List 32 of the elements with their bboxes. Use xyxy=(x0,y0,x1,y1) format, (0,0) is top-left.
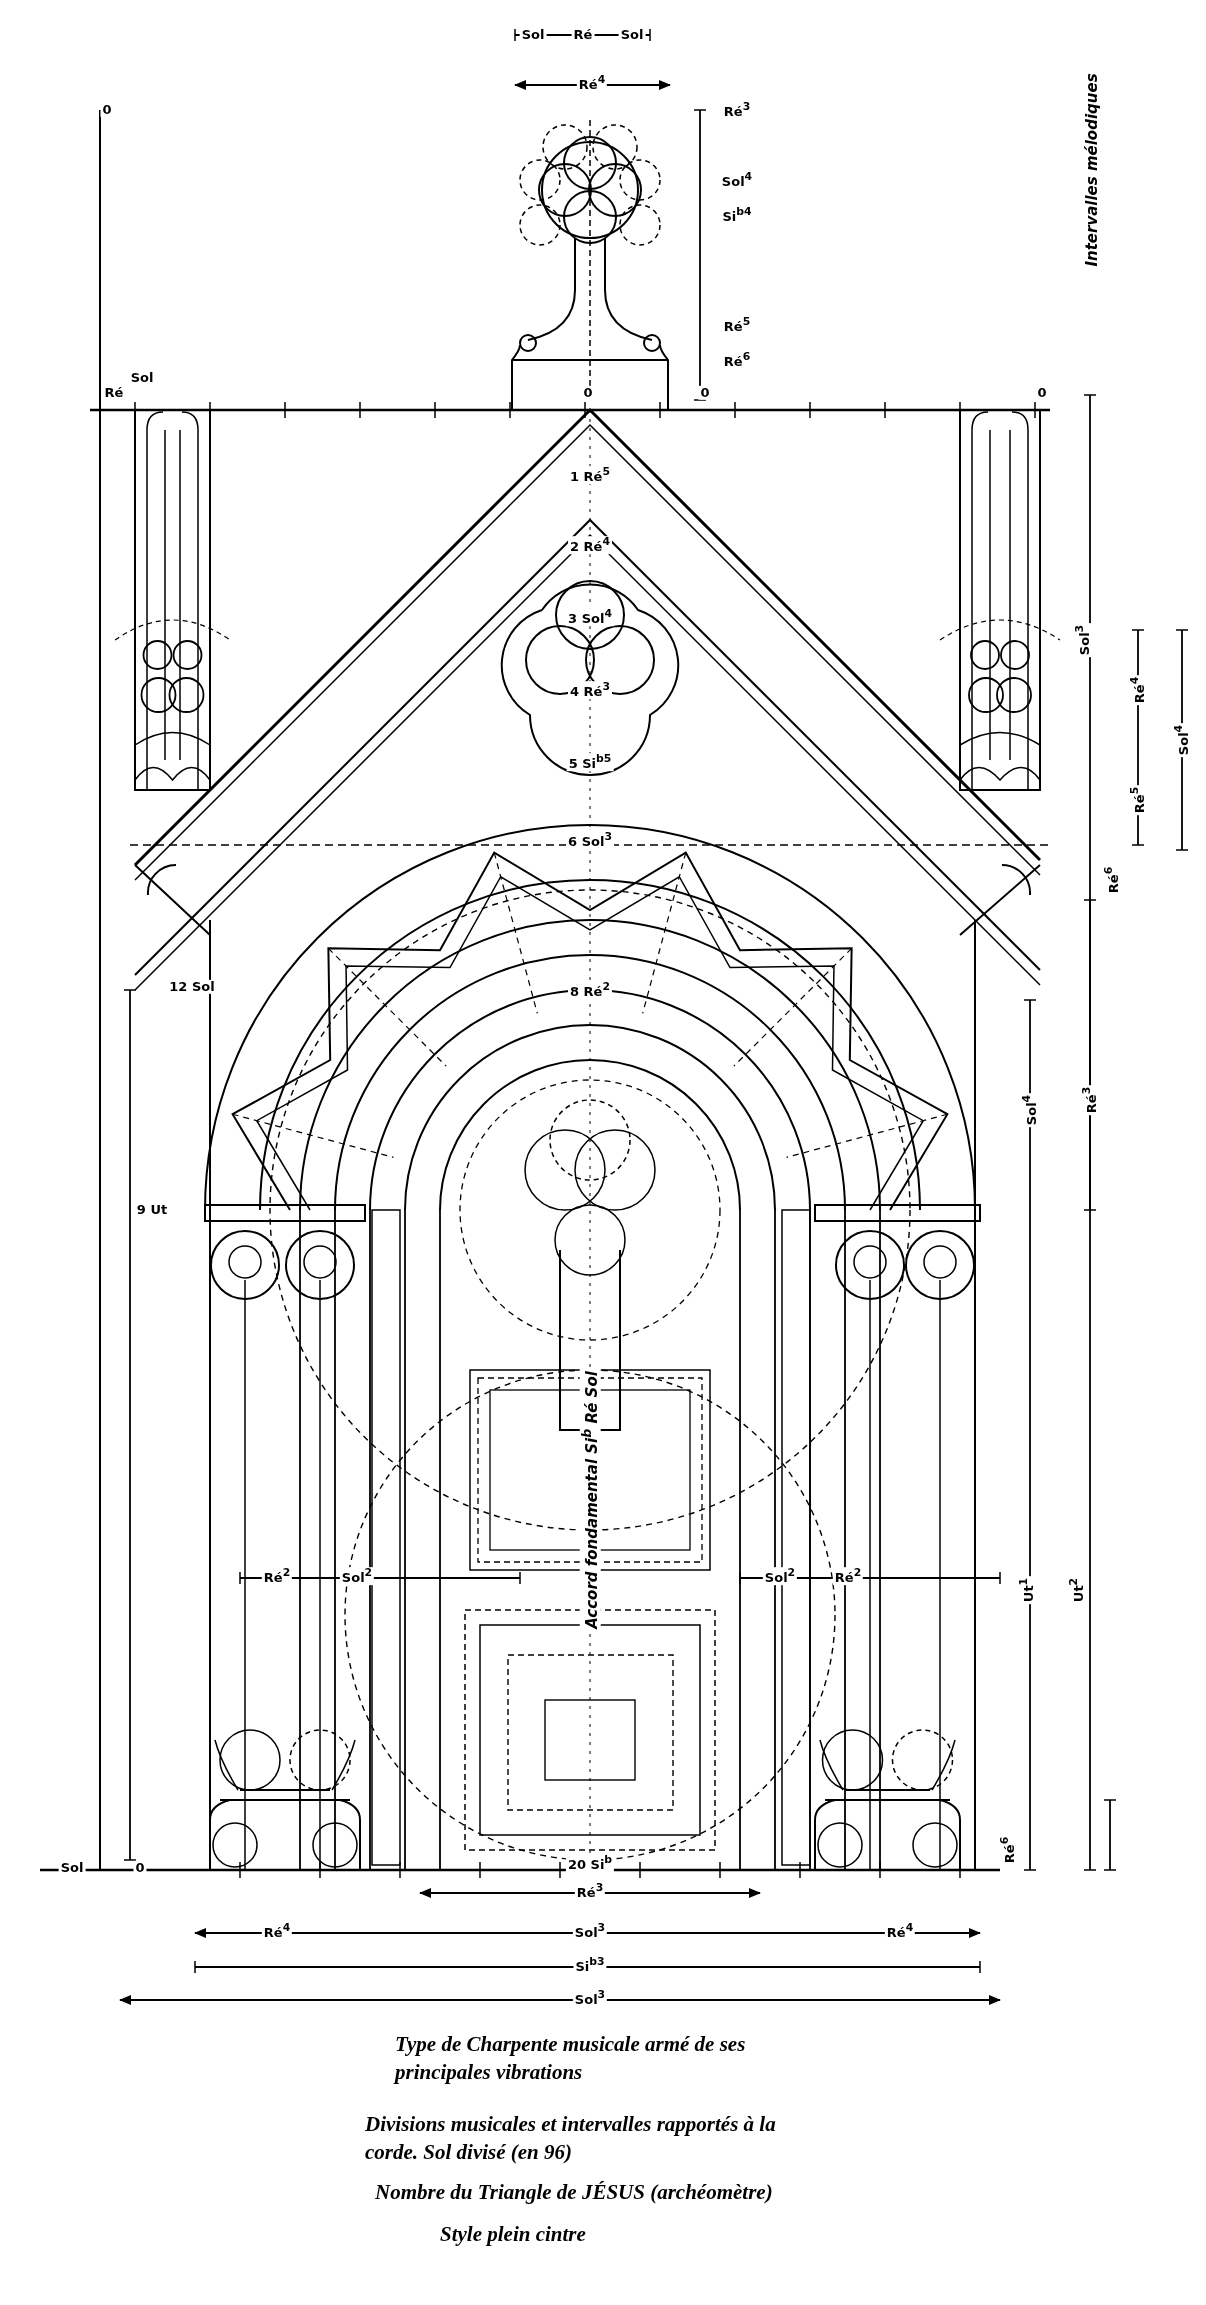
note-label: 6 Sol$^{3}$ xyxy=(566,831,614,849)
note-label: 3 Sol$^{4}$ xyxy=(566,608,614,626)
note-text: Style plein cintre xyxy=(440,2221,587,2248)
note-label: Sol$^{4}$ xyxy=(719,171,755,189)
note-label: 5 Si$^{b5}$ xyxy=(566,753,614,771)
note-label: Ré$^{4}$ xyxy=(261,1922,293,1940)
note-label: 8 Ré$^{2}$ xyxy=(568,981,612,999)
note-label: Ré$^{2}$ xyxy=(832,1567,864,1585)
note-label: 4 Ré$^{3}$ xyxy=(568,681,612,699)
note-label: Sol$^{3}$ xyxy=(572,1989,608,2007)
vertical-label: Intervalles mélodiques xyxy=(1083,71,1101,269)
note-label: 12 Sol xyxy=(167,979,217,995)
note-label: Ré$^{4}$ xyxy=(884,1922,916,1940)
note-label: Si$^{b3}$ xyxy=(573,1956,607,1974)
note-label: 2 Ré$^{4}$ xyxy=(568,536,612,554)
note-label: Sol$^{2}$ xyxy=(762,1567,798,1585)
note-label: Sol$^{2}$ xyxy=(339,1567,375,1585)
note-text: Nombre du Triangle de JÉSUS (archéomètre) xyxy=(375,2179,774,2206)
note-label: 0 xyxy=(698,385,712,401)
note-text: Divisions musicales et intervalles rapportés à la corde. Sol divisé (en 96) xyxy=(365,2111,777,2167)
note-label: Ré$^{5}$ xyxy=(721,316,753,334)
note-label: Ré$^{3}$ xyxy=(574,1882,606,1900)
note-label: Sol$^{3}$ xyxy=(572,1922,608,1940)
note-label: Ré$^{3}$ xyxy=(721,101,753,119)
note-label: Si$^{b4}$ xyxy=(720,206,754,224)
note-label: Ré$^{6}$ xyxy=(721,351,753,369)
note-label: 1 Ré$^{5}$ xyxy=(568,466,612,484)
caption: Type de Charpente musicale armé de ses principales vibrations xyxy=(395,2031,747,2087)
note-label: 0 xyxy=(100,102,114,118)
note-label: Ré$^{2}$ xyxy=(261,1567,293,1585)
note-label: Ré$^{4}$ xyxy=(576,74,608,92)
note-label: 20 Si$^{b}$ xyxy=(565,1854,615,1872)
